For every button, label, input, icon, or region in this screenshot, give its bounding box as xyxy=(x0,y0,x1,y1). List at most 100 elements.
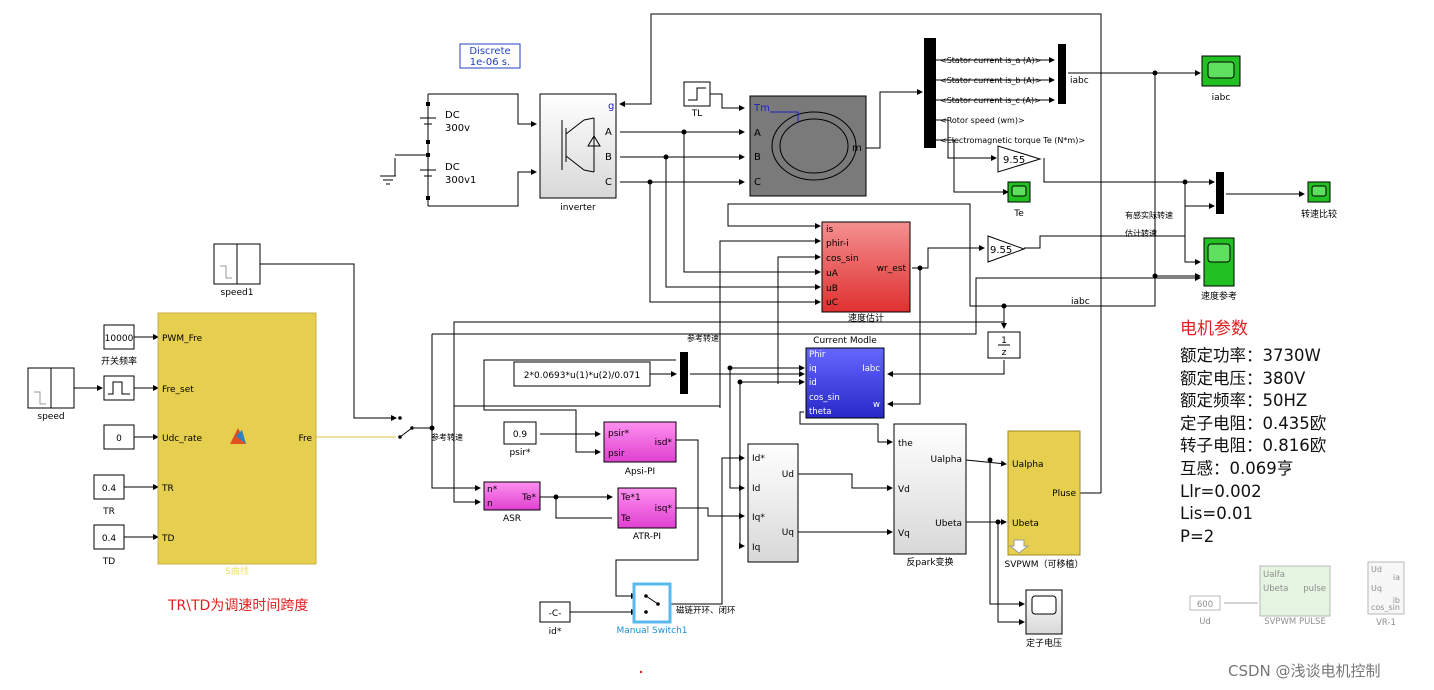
svg-text:估计转速: 估计转速 xyxy=(1125,228,1157,238)
current-pi-block[interactable]: Id* Id Iq* Iq Ud Uq xyxy=(747,443,799,563)
svg-text:-C-: -C- xyxy=(549,609,562,619)
ghost-ud-const: 600 Ud xyxy=(1189,595,1221,627)
const-psir[interactable]: 0.9 psir* xyxy=(503,421,537,458)
svg-text:Ualpha: Ualpha xyxy=(930,455,962,465)
tr-td-note: TR\TD为调速时间跨度 xyxy=(168,598,309,614)
asr-block[interactable]: n* n Te* ASR xyxy=(483,481,541,524)
watermark: CSDN @浅谈电机控制 xyxy=(1228,662,1381,680)
svg-text:Id: Id xyxy=(752,484,760,494)
svg-text:g: g xyxy=(608,101,614,112)
inverse-park-block[interactable]: the Vd Vq Ualpha Ubeta 反park变换 xyxy=(893,423,967,568)
svg-text:TD: TD xyxy=(161,534,174,544)
svg-text:Tm: Tm xyxy=(753,103,770,114)
svg-text:C: C xyxy=(605,177,612,188)
svg-text:ib: ib xyxy=(1393,596,1400,605)
svg-text:Fre_set: Fre_set xyxy=(162,385,194,395)
svg-text:psir: psir xyxy=(608,449,625,459)
svg-text:9.55: 9.55 xyxy=(990,245,1012,256)
ref-speed-label: 参考转速 xyxy=(687,333,719,343)
unit-delay-block[interactable]: 1 z xyxy=(987,331,1021,359)
speed-estimator-block[interactable]: is phir-i cos_sin uA uB uC wr_est 速度估计 xyxy=(821,221,911,324)
speed1-block[interactable]: speed1 xyxy=(213,243,261,298)
svg-text:Ubeta: Ubeta xyxy=(1012,519,1039,529)
svg-text:psir*: psir* xyxy=(608,429,630,439)
scope-speed-ref[interactable]: 速度参考 xyxy=(1201,237,1237,302)
svg-text:cos_sin: cos_sin xyxy=(809,393,840,403)
svg-text:Te*1: Te*1 xyxy=(620,493,641,503)
svg-text:0.4: 0.4 xyxy=(102,534,117,544)
tl-step-block[interactable]: TL xyxy=(683,81,711,119)
svg-text:TL: TL xyxy=(691,109,703,119)
svg-text:0.4: 0.4 xyxy=(102,484,117,494)
manual-switch1[interactable]: Manual Switch1 磁链开环、闭环 xyxy=(616,582,736,636)
igbt-icon xyxy=(561,117,601,173)
svg-text:psir*: psir* xyxy=(509,448,531,458)
speed-mux[interactable]: 有感实际转速 估计转速 xyxy=(1125,172,1224,238)
switch-icon xyxy=(399,427,413,438)
mux-fcn[interactable] xyxy=(680,352,688,394)
param-line: 转子电阻：0.816欧 xyxy=(1180,436,1327,456)
svg-text:ASR: ASR xyxy=(503,514,521,524)
const-tr[interactable]: 0.4 TR xyxy=(93,474,125,517)
apsi-pi-block[interactable]: psir* psir isd* Apsi-PI xyxy=(603,421,677,477)
inverter-block[interactable]: g A B C inverter xyxy=(539,93,617,213)
atr-pi-block[interactable]: Te*1 Te isq* ATR-PI xyxy=(617,487,677,542)
wires xyxy=(74,13,1305,625)
svg-text:300v1: 300v1 xyxy=(445,175,476,186)
svg-text:Udc_rate: Udc_rate xyxy=(162,434,202,444)
svg-text:速度参考: 速度参考 xyxy=(1201,290,1237,302)
const-pwm[interactable]: 10000 开关频率 xyxy=(101,324,137,367)
gain-block-b[interactable]: 9.55 xyxy=(987,235,1026,263)
scope-stator-voltage[interactable]: 定子电压 xyxy=(1025,589,1063,649)
svg-text:<Stator current is_a (A)>: <Stator current is_a (A)> xyxy=(940,56,1041,65)
svg-text:Fre: Fre xyxy=(298,434,312,444)
const-id[interactable]: -C- id* xyxy=(539,601,571,637)
step-icon xyxy=(108,381,130,395)
svg-text:10000: 10000 xyxy=(105,334,134,344)
s-curve-block[interactable]: PWM_Fre Fre_set Udc_rate TR TD Fre S曲线 xyxy=(157,312,317,577)
bus-selector[interactable]: <Stator current is_a (A)> <Stator curren… xyxy=(924,38,1085,148)
svg-text:Discrete: Discrete xyxy=(469,46,510,57)
svg-text:iq: iq xyxy=(809,364,817,374)
speed-block[interactable]: speed xyxy=(27,367,75,422)
scope-te[interactable]: Te xyxy=(1007,181,1031,219)
svg-text:ia: ia xyxy=(1393,573,1400,582)
svg-text:speed1: speed1 xyxy=(221,288,254,298)
svg-text:theta: theta xyxy=(809,407,832,417)
step-icon xyxy=(688,87,706,101)
motor-params-panel: 电机参数 额定功率：3730W 额定电压：380V 额定频率：50HZ 定子电阻… xyxy=(1180,314,1326,548)
svg-text:<Stator current is_b (A)>: <Stator current is_b (A)> xyxy=(940,76,1042,85)
svg-text:Ud: Ud xyxy=(1199,617,1211,627)
fcn-block[interactable]: 2*0.0693*u(1)*u(2)/0.071 xyxy=(513,361,651,387)
svg-text:uC: uC xyxy=(826,298,838,308)
svg-text:id*: id* xyxy=(549,627,562,637)
svg-text:Te: Te xyxy=(620,514,631,524)
svg-text:转速比较: 转速比较 xyxy=(1301,208,1337,220)
svg-text:0.9: 0.9 xyxy=(513,430,528,440)
manual-switch-speed[interactable]: 参考转速 xyxy=(398,416,463,442)
svg-text:<Rotor speed (wm)>: <Rotor speed (wm)> xyxy=(940,116,1025,125)
svg-text:isq*: isq* xyxy=(655,504,673,514)
svg-text:Manual Switch1: Manual Switch1 xyxy=(616,626,687,636)
scope-iabc[interactable]: iabc xyxy=(1201,55,1241,103)
svg-text:wr_est: wr_est xyxy=(877,264,907,274)
iabc-mux[interactable]: iabc xyxy=(1058,44,1089,104)
svg-text:有感实际转速: 有感实际转速 xyxy=(1125,210,1173,220)
gain-block-a[interactable]: 9.55 xyxy=(997,145,1042,173)
const-td[interactable]: 0.4 TD xyxy=(93,524,125,567)
const-udc[interactable]: 0 xyxy=(103,424,135,450)
svg-text:inverter: inverter xyxy=(560,203,596,213)
fre-set-signal[interactable] xyxy=(103,375,135,401)
svg-text:uB: uB xyxy=(826,284,838,294)
svg-text:Uq: Uq xyxy=(782,528,794,538)
scope-speed-compare[interactable]: 转速比较 xyxy=(1301,181,1337,220)
svpwm-block[interactable]: Ualpha Ubeta Pluse SVPWM（可移植） xyxy=(1005,430,1084,570)
svg-text:<Electromagnetic torque Te (N*: <Electromagnetic torque Te (N*m)> xyxy=(940,136,1085,145)
dc-sources[interactable]: DC 300v DC 300v1 xyxy=(380,94,476,206)
svg-text:定子电压: 定子电压 xyxy=(1026,637,1062,649)
svg-text:A: A xyxy=(605,127,612,138)
current-model-block[interactable]: Current Modle Phir iq id cos_sin theta I… xyxy=(805,336,885,419)
svg-text:speed: speed xyxy=(37,412,64,422)
powergui-block[interactable]: Discrete 1e-06 s. xyxy=(459,43,521,69)
induction-motor-block[interactable]: Tm A B C m xyxy=(749,95,867,197)
